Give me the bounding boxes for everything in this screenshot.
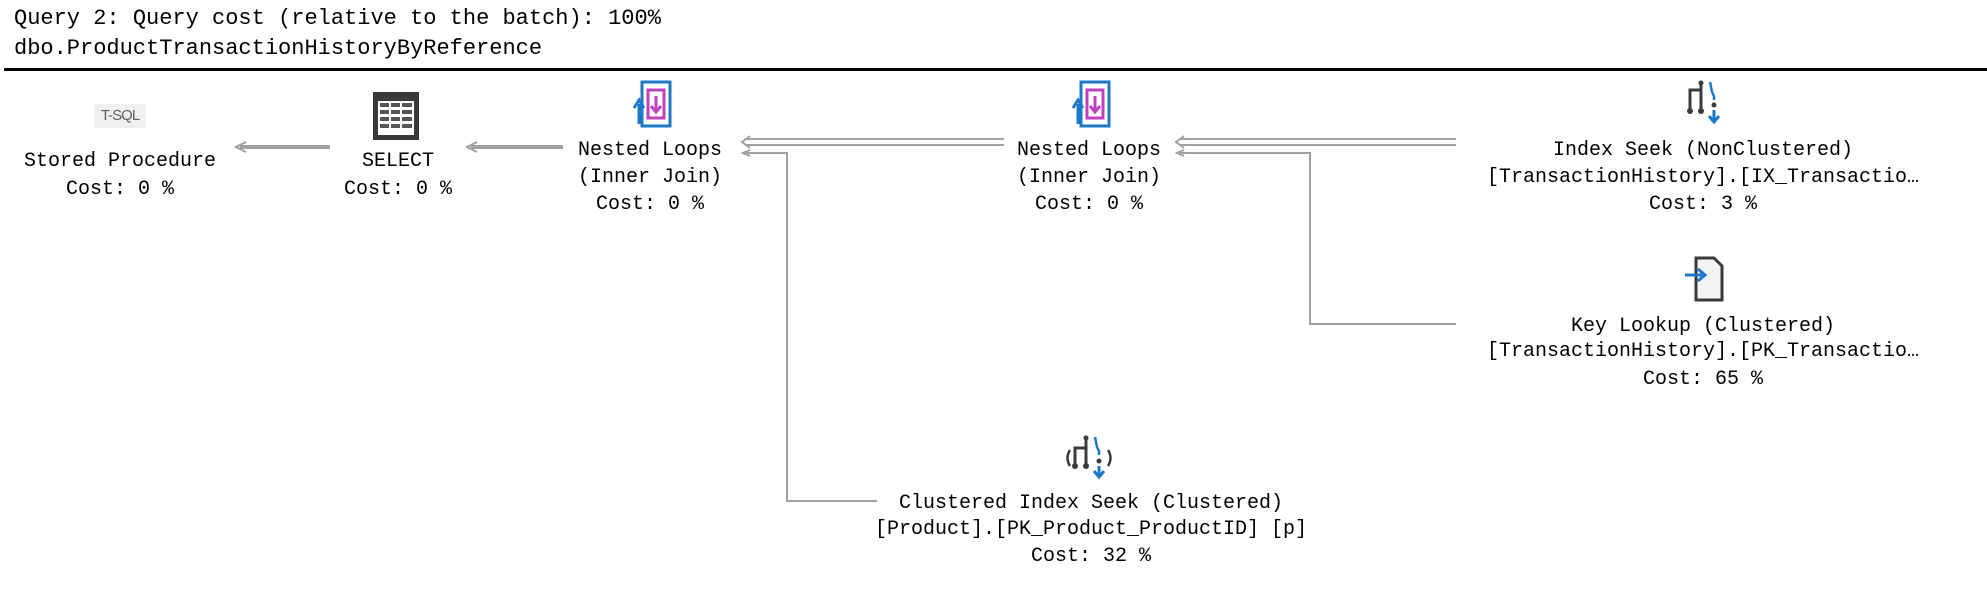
node-title: SELECT xyxy=(361,150,435,173)
nested-loops-icon xyxy=(1071,80,1111,128)
tsql-icon: T-SQL xyxy=(94,104,146,128)
arrow-index-seek-to-nested-loops-2 xyxy=(1174,135,1456,149)
select-icon xyxy=(373,92,419,140)
node-title: Index Seek (NonClustered) xyxy=(1552,139,1854,162)
arrow-select-to-procedure xyxy=(233,141,330,153)
node-title: Clustered Index Seek (Clustered) xyxy=(898,492,1284,515)
procedure-name: dbo.ProductTransactionHistoryByReference xyxy=(14,36,543,61)
node-cost: Cost: 3 % xyxy=(1648,193,1758,216)
node-title: Stored Procedure xyxy=(23,150,217,173)
header-divider xyxy=(4,68,1987,71)
node-subtitle: (Inner Join) xyxy=(1016,166,1162,189)
node-cost: Cost: 0 % xyxy=(595,193,705,216)
nested-loops-icon xyxy=(632,80,672,128)
arrow-clustered-seek-to-nested-loops-1 xyxy=(740,149,877,502)
node-object: [TransactionHistory].[PK_Transactio… xyxy=(1486,340,1920,363)
node-subtitle: (Inner Join) xyxy=(577,166,723,189)
arrow-nested-loops-to-select xyxy=(464,141,563,153)
node-object: [TransactionHistory].[IX_Transactio… xyxy=(1486,166,1920,189)
node-cost: Cost: 0 % xyxy=(1034,193,1144,216)
key-lookup-icon xyxy=(1685,256,1724,302)
node-cost: Cost: 0 % xyxy=(65,178,175,201)
node-cost: Cost: 0 % xyxy=(343,178,453,201)
arrow-nested-loops-2-to-nested-loops-1 xyxy=(740,135,1004,149)
node-cost: Cost: 65 % xyxy=(1642,368,1764,391)
clustered-index-seek-icon xyxy=(1066,435,1112,480)
index-seek-icon xyxy=(1687,80,1721,125)
node-title: Nested Loops xyxy=(1016,139,1162,162)
arrow-key-lookup-to-nested-loops-2 xyxy=(1174,149,1456,325)
query-cost-header: Query 2: Query cost (relative to the bat… xyxy=(14,6,661,31)
node-object: [Product].[PK_Product_ProductID] [p] xyxy=(874,518,1308,541)
node-title: Key Lookup (Clustered) xyxy=(1570,315,1836,338)
node-cost: Cost: 32 % xyxy=(1030,545,1152,568)
node-title: Nested Loops xyxy=(577,139,723,162)
